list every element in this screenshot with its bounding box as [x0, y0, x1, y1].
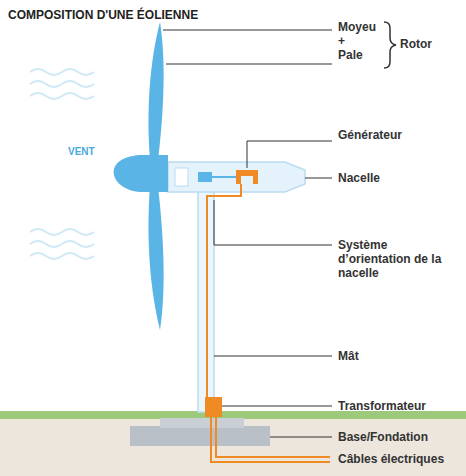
- wind-waves: [30, 69, 94, 259]
- generator: [236, 170, 258, 184]
- part-name: Nacelle: [338, 171, 380, 185]
- part-name: Rotor: [400, 37, 432, 51]
- leader-lines: [163, 30, 332, 437]
- blade: [148, 186, 163, 330]
- foundation: [130, 426, 270, 446]
- nacelle: [168, 162, 305, 192]
- part-name: Système d’orientation de la nacelle: [338, 238, 458, 280]
- transformer: [205, 397, 222, 417]
- part-name: Câbles électriques: [338, 452, 444, 466]
- soil: [0, 418, 466, 476]
- part-name: Moyeu: [338, 20, 376, 34]
- blade: [148, 22, 163, 160]
- shaft: [198, 172, 212, 182]
- cable: [211, 417, 330, 462]
- wind-label: VENT: [68, 145, 95, 159]
- part-name: Base/Fondation: [338, 430, 428, 444]
- internal-cable: [207, 184, 241, 400]
- foundation-top: [160, 418, 244, 428]
- shaft-line: [212, 176, 236, 178]
- part-name: +: [338, 34, 345, 48]
- diagram-title: COMPOSITION D'UNE ÉOLIENNE: [8, 8, 198, 22]
- brace: [384, 22, 396, 68]
- nacelle-part: [175, 168, 188, 186]
- hub: [114, 155, 168, 192]
- part-name: Générateur: [338, 128, 402, 142]
- part-name: Mât: [338, 349, 359, 363]
- part-name: Pale: [338, 48, 363, 62]
- part-name: Transformateur: [338, 399, 426, 413]
